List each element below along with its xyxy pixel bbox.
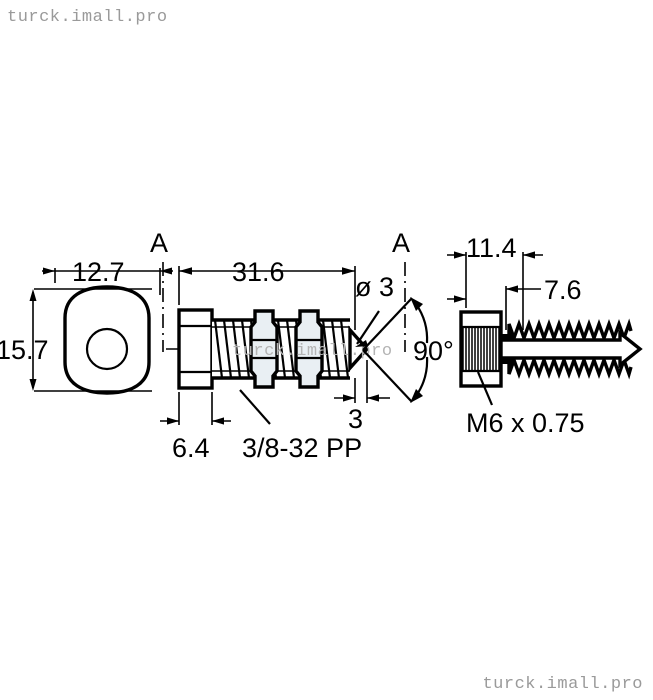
thread-zigzag-top xyxy=(507,318,633,344)
arrow-6-4-right xyxy=(212,417,224,425)
callout-label-thread-imperial: 3/8-32 PP xyxy=(242,433,362,463)
dimension-label-15-7: 15.7 xyxy=(0,335,49,365)
arrow-31-6-left xyxy=(179,267,192,275)
arrow-diameter-3 xyxy=(355,340,368,347)
dimension-label-3: 3 xyxy=(348,404,363,434)
watermark-top-left: turck.imall.pro xyxy=(7,8,168,27)
dimension-6-4: 6.4 xyxy=(160,392,231,463)
mounting-nut-2 xyxy=(294,309,324,389)
dimension-label-7-6: 7.6 xyxy=(544,275,582,305)
section-mark-right: A xyxy=(392,228,410,352)
arrow-12-7-left xyxy=(43,267,55,275)
end-view-center-hole xyxy=(85,327,129,371)
arrow-12-7-right xyxy=(160,267,172,275)
arrow-31-6-right xyxy=(342,267,355,275)
leader-line-thread-metric xyxy=(476,371,494,406)
arrow-angle-lower xyxy=(410,389,423,403)
arrow-15-7-down xyxy=(29,379,37,391)
dimension-angle-90: 90° xyxy=(362,297,454,403)
section-label-left: A xyxy=(150,228,168,258)
arrow-15-7-up xyxy=(29,289,37,301)
arrow-6-4-left xyxy=(167,417,179,425)
dimension-11-4: 11.4 xyxy=(447,233,543,330)
callout-label-thread-metric: M6 x 0.75 xyxy=(466,408,585,438)
section-hex-nut xyxy=(459,310,503,388)
arrow-3-left xyxy=(343,394,355,402)
dimension-12-7: 12.7 xyxy=(42,257,173,295)
dimension-31-6: 31.6 xyxy=(178,257,356,330)
dimension-11-4-secondary-tick xyxy=(447,295,466,303)
arrow-11-4-right xyxy=(523,251,535,259)
leader-line-diameter-3 xyxy=(356,310,380,345)
arrow-3-right xyxy=(367,394,379,402)
dimension-label-12-7: 12.7 xyxy=(72,257,125,287)
dimension-15-7: 15.7 xyxy=(0,288,152,392)
hex-head-side xyxy=(177,308,214,390)
view-end-face xyxy=(63,285,151,395)
hex-head-outline xyxy=(177,308,214,390)
arrow-11-4-left xyxy=(454,251,466,259)
section-hatching xyxy=(462,328,500,370)
arrow-11-4-secondary xyxy=(454,295,466,303)
dimension-diameter-3: ø 3 xyxy=(355,272,394,347)
dimension-label-angle-90: 90° xyxy=(413,336,454,366)
dimension-label-6-4: 6.4 xyxy=(172,433,210,463)
dimension-label-diameter-3: ø 3 xyxy=(355,272,394,302)
view-side-assembled xyxy=(166,308,370,390)
callout-thread-metric: M6 x 0.75 xyxy=(466,371,585,438)
section-inner-shaft-outline xyxy=(499,329,643,369)
watermark-bottom-right: turck.imall.pro xyxy=(482,675,643,694)
dimension-label-31-6: 31.6 xyxy=(232,257,285,287)
section-mark-left: A xyxy=(150,228,168,352)
mounting-nut-1 xyxy=(249,309,279,389)
conical-sensing-tip xyxy=(348,325,370,373)
dimension-label-11-4: 11.4 xyxy=(466,233,517,263)
thread-zigzag-bottom xyxy=(507,354,633,380)
angle-leg-upper xyxy=(362,297,413,351)
view-section-a-a xyxy=(459,310,643,388)
arrow-angle-upper xyxy=(410,297,423,311)
section-label-right: A xyxy=(392,228,410,258)
dimension-3: 3 xyxy=(334,360,390,434)
angle-leg-lower xyxy=(362,349,413,403)
dimension-7-6: 7.6 xyxy=(505,275,582,330)
watermark-center-overlay: turck.imall.pro xyxy=(232,342,393,361)
tip-cone-outline xyxy=(348,325,370,373)
arrow-7-6-left xyxy=(506,285,518,293)
section-external-thread-bottom xyxy=(507,354,633,380)
callout-thread-imperial: 3/8-32 PP xyxy=(239,389,362,463)
section-external-thread-top xyxy=(507,318,633,344)
mounting-nut-2-outline xyxy=(294,309,324,389)
section-inner-shaft xyxy=(499,329,643,369)
leader-line-thread-imperial xyxy=(239,389,271,425)
mounting-nut-1-outline xyxy=(249,309,279,389)
